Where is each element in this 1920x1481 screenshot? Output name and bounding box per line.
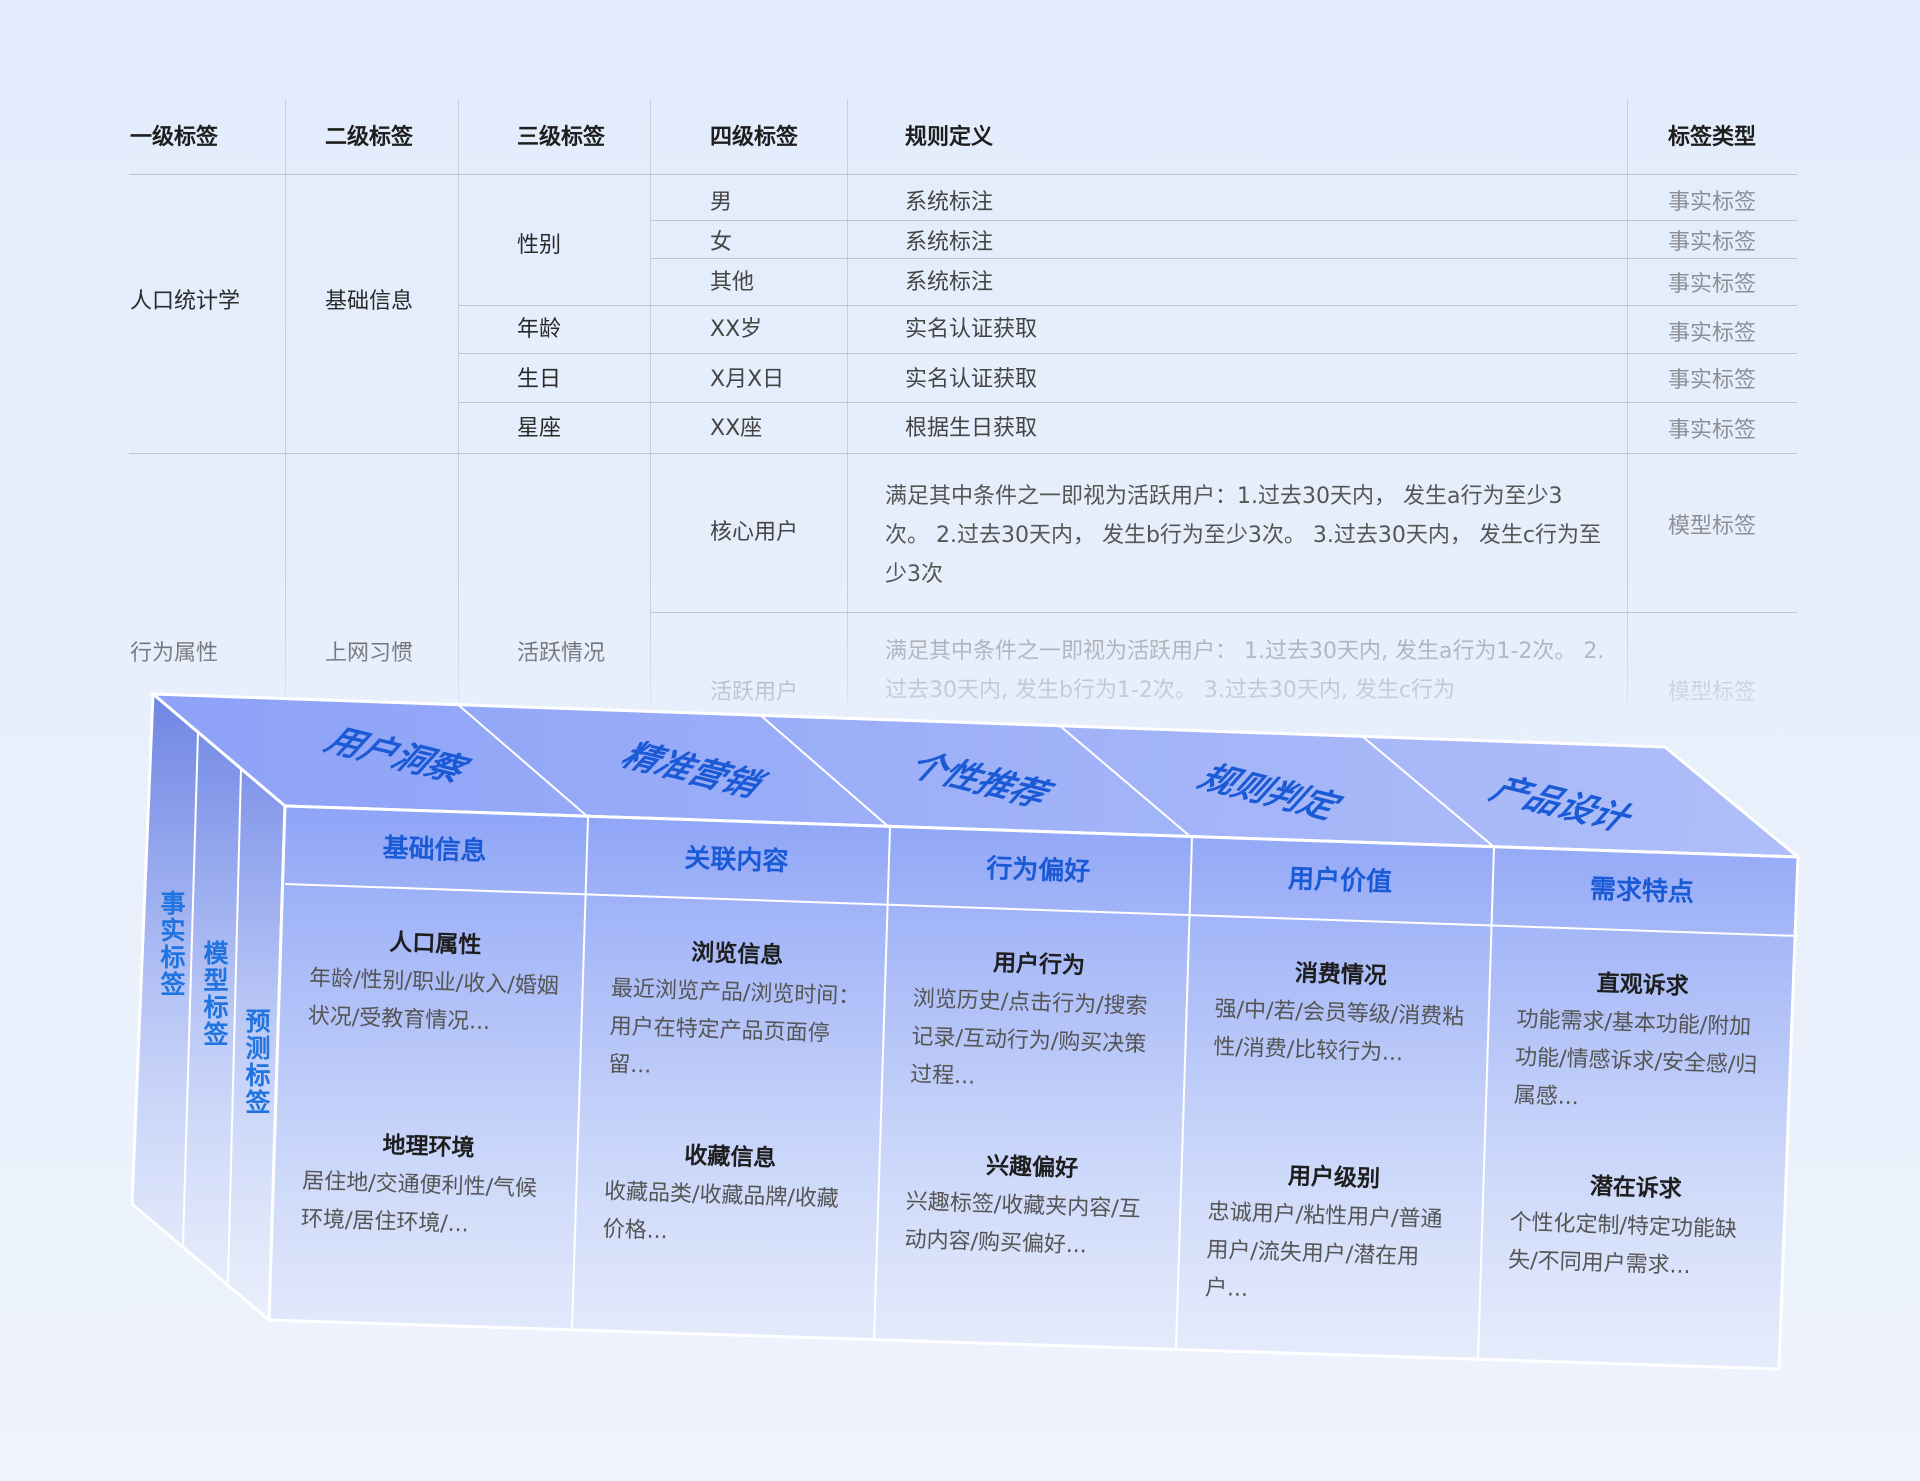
cell-level1: 人口统计学	[130, 289, 241, 314]
cell-level3: 生日	[517, 367, 562, 392]
divider	[129, 453, 1797, 454]
cell-type: 事实标签	[1668, 321, 1757, 346]
header-level2: 二级标签	[325, 125, 414, 150]
divider	[285, 100, 286, 705]
column: 关联内容 浏览信息 最近浏览产品/浏览时间：用户在特定产品页面停留... 收藏信…	[569, 816, 888, 1336]
cube-front-content: 基础信息 人口属性 年龄/性别/职业/收入/婚姻状况/受教育情况... 地理环境…	[267, 806, 1797, 1377]
cell-level2: 基础信息	[325, 289, 414, 314]
cell-rule: 满足其中条件之一即视为活跃用户：1.过去30天内， 发生a行为至少3次。 2.过…	[885, 484, 1602, 587]
divider	[650, 612, 1797, 613]
column: 行为偏好 用户行为 浏览历史/点击行为/搜索记录/互动行为/购买决策过程... …	[871, 827, 1190, 1347]
section: 用户行为 浏览历史/点击行为/搜索记录/互动行为/购买决策过程...	[910, 941, 1165, 1103]
cell-rule: 满足其中条件之一即视为活跃用户： 1.过去30天内, 发生a行为1-2次。 2.…	[885, 639, 1605, 703]
divider	[458, 402, 1797, 403]
section-text: 个性化定制/特定功能缺失/不同用户需求...	[1507, 1209, 1738, 1280]
side-label-model: 模型标签	[200, 940, 229, 1048]
cell-level4: X月X日	[710, 367, 785, 392]
cell-level2: 上网习惯	[325, 641, 414, 666]
column: 需求特点 直观诉求 功能需求/基本功能/附加功能/情感诉求/安全感/归属感...…	[1475, 847, 1794, 1367]
cell-level4: 活跃用户	[710, 680, 799, 705]
cell-level3: 性别	[517, 233, 562, 258]
column-header: 基础信息	[382, 833, 488, 867]
divider	[129, 174, 1797, 175]
divider	[458, 305, 1797, 306]
cell-rule: 系统标注	[905, 190, 994, 215]
cell-type: 事实标签	[1668, 368, 1757, 393]
header-level3: 三级标签	[517, 125, 606, 150]
section: 兴趣偏好 兴趣标签/收藏夹内容/互动内容/购买偏好...	[904, 1143, 1158, 1267]
cell-rule: 实名认证获取	[905, 367, 1038, 392]
cell-level3: 活跃情况	[517, 641, 606, 666]
cell-type: 事实标签	[1668, 418, 1757, 443]
section-text: 年龄/性别/职业/收入/婚姻状况/受教育情况...	[307, 965, 560, 1036]
tag-table: 一级标签 二级标签 三级标签 四级标签 规则定义 标签类型 人口统计学 行为属性…	[0, 0, 1920, 705]
cell-level4: XX岁	[710, 317, 763, 342]
header-level4: 四级标签	[710, 125, 799, 150]
cell-level3: 年龄	[517, 317, 562, 342]
cell-rule: 系统标注	[905, 270, 994, 295]
section-text: 浏览历史/点击行为/搜索记录/互动行为/购买决策过程...	[909, 986, 1148, 1090]
cell-level1: 行为属性	[130, 641, 219, 666]
divider	[650, 258, 1797, 259]
cell-level4: XX座	[710, 416, 763, 441]
side-label-predict: 预测标签	[242, 1008, 271, 1116]
divider	[650, 220, 1797, 221]
cell-type: 事实标签	[1668, 272, 1757, 297]
column-header: 用户价值	[1287, 864, 1393, 898]
column-header: 需求特点	[1589, 874, 1695, 908]
cell-level4: 男	[710, 190, 733, 215]
section-text: 强/中/若/会员等级/消费粘性/消费/比较行为...	[1212, 996, 1465, 1067]
section-text: 最近浏览产品/浏览时间：用户在特定产品页面停留...	[607, 976, 861, 1079]
cell-type: 事实标签	[1668, 190, 1757, 215]
section-text: 收藏品类/收藏品牌/收藏价格...	[602, 1179, 840, 1245]
cell-rule: 系统标注	[905, 230, 994, 255]
divider	[458, 353, 1797, 354]
cell-type: 模型标签	[1668, 680, 1757, 705]
side-label-fact: 事实标签	[157, 890, 186, 998]
section: 用户级别 忠诚用户/粘性用户/普通用户/流失用户/潜在用户...	[1204, 1154, 1459, 1316]
cell-level4: 核心用户	[710, 520, 799, 545]
cube-front-face	[267, 804, 1800, 1371]
section-text: 忠诚用户/粘性用户/普通用户/流失用户/潜在用户...	[1204, 1199, 1443, 1303]
header-type: 标签类型	[1668, 125, 1757, 150]
section-text: 功能需求/基本功能/附加功能/情感诉求/安全感/归属感...	[1513, 1007, 1758, 1111]
column: 基础信息 人口属性 年龄/性别/职业/收入/婚姻状况/受教育情况... 地理环境…	[268, 806, 587, 1326]
cell-type: 事实标签	[1668, 230, 1757, 255]
cell-level4: 其他	[710, 270, 755, 295]
column: 用户价值 消费情况 强/中/若/会员等级/消费粘性/消费/比较行为... 用户级…	[1173, 837, 1492, 1357]
cell-rule: 实名认证获取	[905, 317, 1038, 342]
section: 收藏信息 收藏品类/收藏品牌/收藏价格...	[602, 1133, 856, 1257]
header-rule: 规则定义	[905, 125, 994, 150]
section: 消费情况 强/中/若/会员等级/消费粘性/消费/比较行为...	[1213, 951, 1467, 1075]
column-header: 行为偏好	[985, 853, 1091, 888]
section: 浏览信息 最近浏览产品/浏览时间：用户在特定产品页面停留...	[608, 930, 863, 1092]
cell-rule: 根据生日获取	[905, 416, 1038, 441]
cell-type: 模型标签	[1668, 514, 1757, 539]
cell-level4: 女	[710, 230, 733, 255]
section: 直观诉求 功能需求/基本功能/附加功能/情感诉求/安全感/归属感...	[1513, 961, 1768, 1123]
section-text: 居住地/交通便利性/气候环境/居住环境/...	[300, 1168, 538, 1238]
section: 地理环境 居住地/交通便利性/气候环境/居住环境/...	[300, 1123, 554, 1247]
column-header: 关联内容	[683, 843, 789, 878]
header-level1: 一级标签	[130, 125, 219, 150]
section: 人口属性 年龄/性别/职业/收入/婚姻状况/受教育情况...	[307, 920, 561, 1044]
section-text: 兴趣标签/收藏夹内容/互动内容/购买偏好...	[904, 1189, 1142, 1259]
cell-level3: 星座	[517, 416, 562, 441]
section: 潜在诉求 个性化定制/特定功能缺失/不同用户需求...	[1508, 1164, 1762, 1288]
